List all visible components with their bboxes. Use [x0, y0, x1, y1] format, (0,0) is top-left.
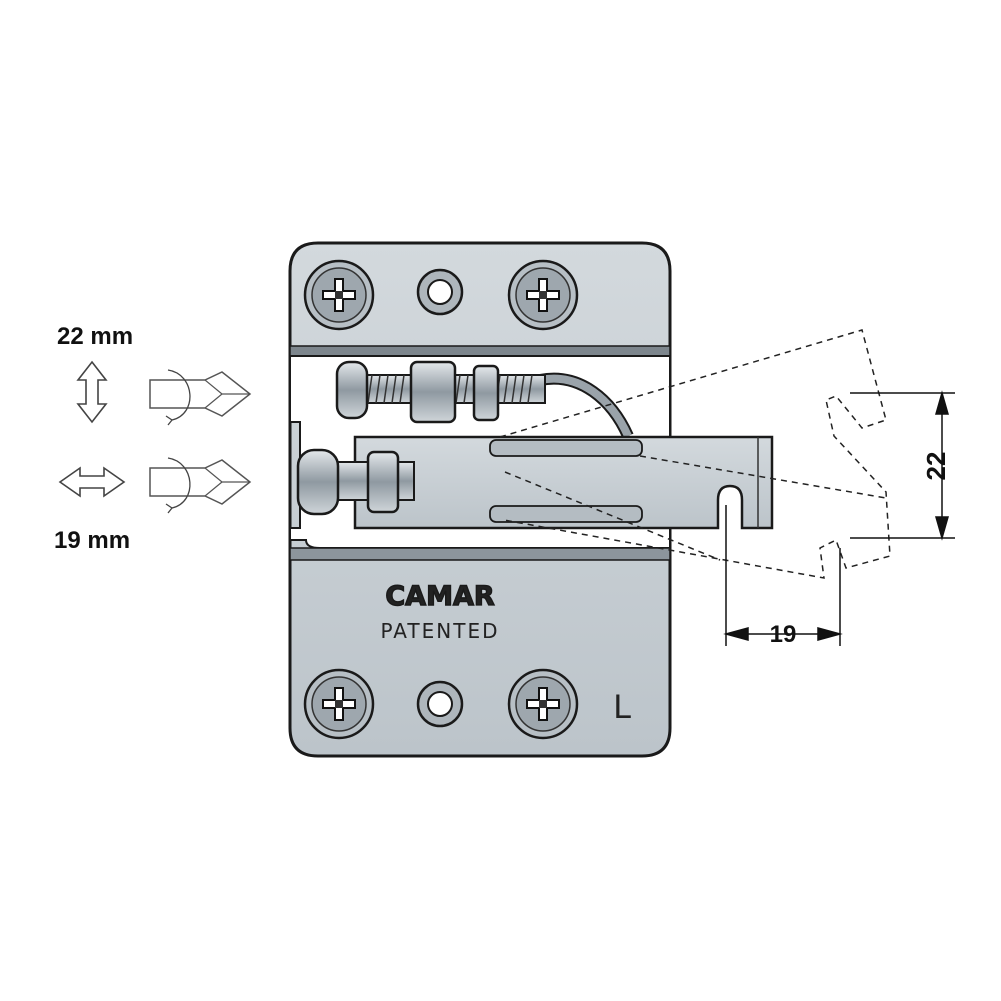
side-mark: L [613, 688, 631, 726]
horizontal-dimension [723, 505, 843, 646]
patent-mark: PATENTED [381, 619, 500, 643]
horizontal-double-arrow-icon [58, 466, 126, 498]
screw-top-left [303, 259, 375, 331]
vertical-adjustment-screw [335, 360, 634, 439]
vertical-double-arrow-icon [76, 360, 108, 424]
screwdriver-bit-icon [149, 457, 251, 514]
screw-bottom-right [507, 668, 579, 740]
hanger-slider-arm [353, 435, 774, 530]
legend-horizontal: 19 mm [54, 457, 251, 554]
adjusted-position-outline [499, 329, 891, 579]
brand-logo: CAMAR [385, 581, 494, 612]
horizontal-adjustment-screw [296, 448, 415, 516]
screw-top-right [507, 259, 579, 331]
screw-bottom-left [303, 668, 375, 740]
screwdriver-bit-icon [149, 369, 251, 426]
mounting-hole-bottom [416, 680, 464, 728]
vertical-dimension [850, 390, 955, 541]
vertical-adjust-label: 22 mm [57, 323, 133, 350]
horizontal-dimension-value: 19 [770, 621, 797, 648]
vertical-dimension-value: 22 [921, 452, 951, 481]
mounting-hole-top [416, 268, 464, 316]
horizontal-adjust-label: 19 mm [54, 527, 130, 554]
legend-vertical: 22 mm [57, 323, 251, 426]
